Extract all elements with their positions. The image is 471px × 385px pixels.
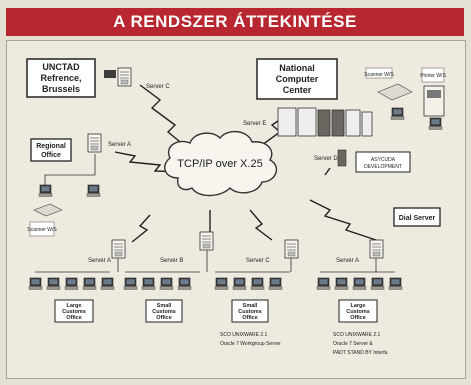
printer-ws-icon: Printer W/S: [420, 67, 446, 130]
server-a-regional-icon: [87, 133, 102, 153]
server-d-label: Server D: [314, 156, 338, 162]
svg-text:Small: Small: [243, 303, 258, 309]
server-a2-icon: [369, 239, 384, 259]
ncc-label-2: Computer: [276, 74, 319, 84]
ncc-label-3: Center: [283, 85, 312, 95]
svg-text:Large: Large: [67, 303, 82, 309]
ncc-node: National Computer Center: [256, 58, 338, 100]
office-1: Large Customs Office: [54, 299, 94, 323]
server-b-icon: [199, 231, 214, 251]
svg-text:Customs: Customs: [62, 309, 86, 315]
printer-label: Printer W/S: [420, 73, 446, 79]
svg-text:Customs: Customs: [238, 309, 262, 315]
scanner-left-label: Scanner W/S: [27, 227, 57, 233]
pc-row-3: [214, 277, 283, 290]
server-a1-label: Server A: [88, 258, 111, 264]
office-2: Small Customs Office: [145, 299, 183, 323]
dial-server-node: [393, 207, 441, 227]
unctad-node: UNCTAD Refrence, Brussels: [26, 58, 96, 98]
svg-text:Office: Office: [156, 315, 172, 321]
connection-lines: [114, 84, 377, 243]
unctad-monitor-icon: [104, 70, 116, 78]
server-e-label: Server E: [243, 121, 266, 127]
ncc-label-1: National: [279, 63, 315, 73]
scanner-top-label: Scanner W/S: [364, 72, 394, 78]
diagram-title: A RENDSZER ÁTTEKINTÉSE: [6, 8, 464, 36]
note-5: PADT STAND BY Interfa: [333, 350, 388, 356]
unctad-label-3: Brussels: [42, 84, 80, 94]
server-c-top-label: Server C: [146, 84, 170, 90]
cloud-label: TCP/IP over X.25: [177, 158, 262, 170]
regional-pc-2-icon: [86, 184, 101, 197]
unctad-label-2: Refrence,: [40, 73, 81, 83]
tcpip-cloud: TCP/IP over X.25: [164, 131, 278, 197]
svg-text:Small: Small: [157, 303, 172, 309]
regional-lan-line: [44, 154, 96, 185]
svg-text:Office: Office: [242, 315, 258, 321]
server-d-icon: [337, 149, 347, 167]
server-c-label: Server C: [246, 258, 270, 264]
regional-label-1: Regional: [36, 143, 66, 150]
pc-row-2: [123, 277, 192, 290]
unctad-label-1: UNCTAD: [42, 62, 80, 72]
svg-text:Customs: Customs: [152, 309, 176, 315]
svg-text:Large: Large: [351, 303, 366, 309]
regional-pc-1-icon: [38, 184, 53, 197]
asycuda-label-1: ASYCUDA: [371, 157, 396, 163]
server-a-regional-label: Server A: [108, 142, 131, 148]
pc-row-1: [28, 277, 115, 290]
server-c-top-icon: [117, 67, 132, 87]
scanner-left-box: [29, 221, 55, 237]
server-a2-label: Server A: [336, 258, 359, 264]
note-3: SCO UNIXWARE 2.1: [333, 332, 381, 338]
ncc-rack-icon: [277, 107, 373, 137]
note-4: Oracle 7 Server &: [333, 341, 373, 347]
office-4: Large Customs Office: [338, 299, 378, 323]
server-c-icon: [284, 239, 299, 259]
dial-server-label: Dial Server: [399, 215, 436, 222]
asycuda-node: [355, 151, 411, 173]
note-2: Oracle 7 Workgroup Server: [220, 341, 281, 347]
office-3: Small Customs Office: [231, 299, 269, 323]
regional-scanner-icon: [33, 203, 63, 217]
server-b-label: Server B: [160, 258, 183, 264]
asycuda-label-2: DEVELOPMENT: [364, 164, 402, 170]
svg-text:Customs: Customs: [346, 309, 370, 315]
lan-lines: [35, 250, 395, 273]
svg-text:Office: Office: [350, 315, 366, 321]
svg-text:Office: Office: [66, 315, 82, 321]
server-a1-icon: [111, 239, 126, 259]
pc-row-4: [316, 277, 403, 290]
regional-office-node: Regional Office: [30, 138, 72, 162]
regional-label-2: Office: [41, 152, 61, 159]
scanner-top-icon: Scanner W/S: [364, 67, 413, 120]
note-1: SCO UNIXWARE 2.1: [220, 332, 268, 338]
